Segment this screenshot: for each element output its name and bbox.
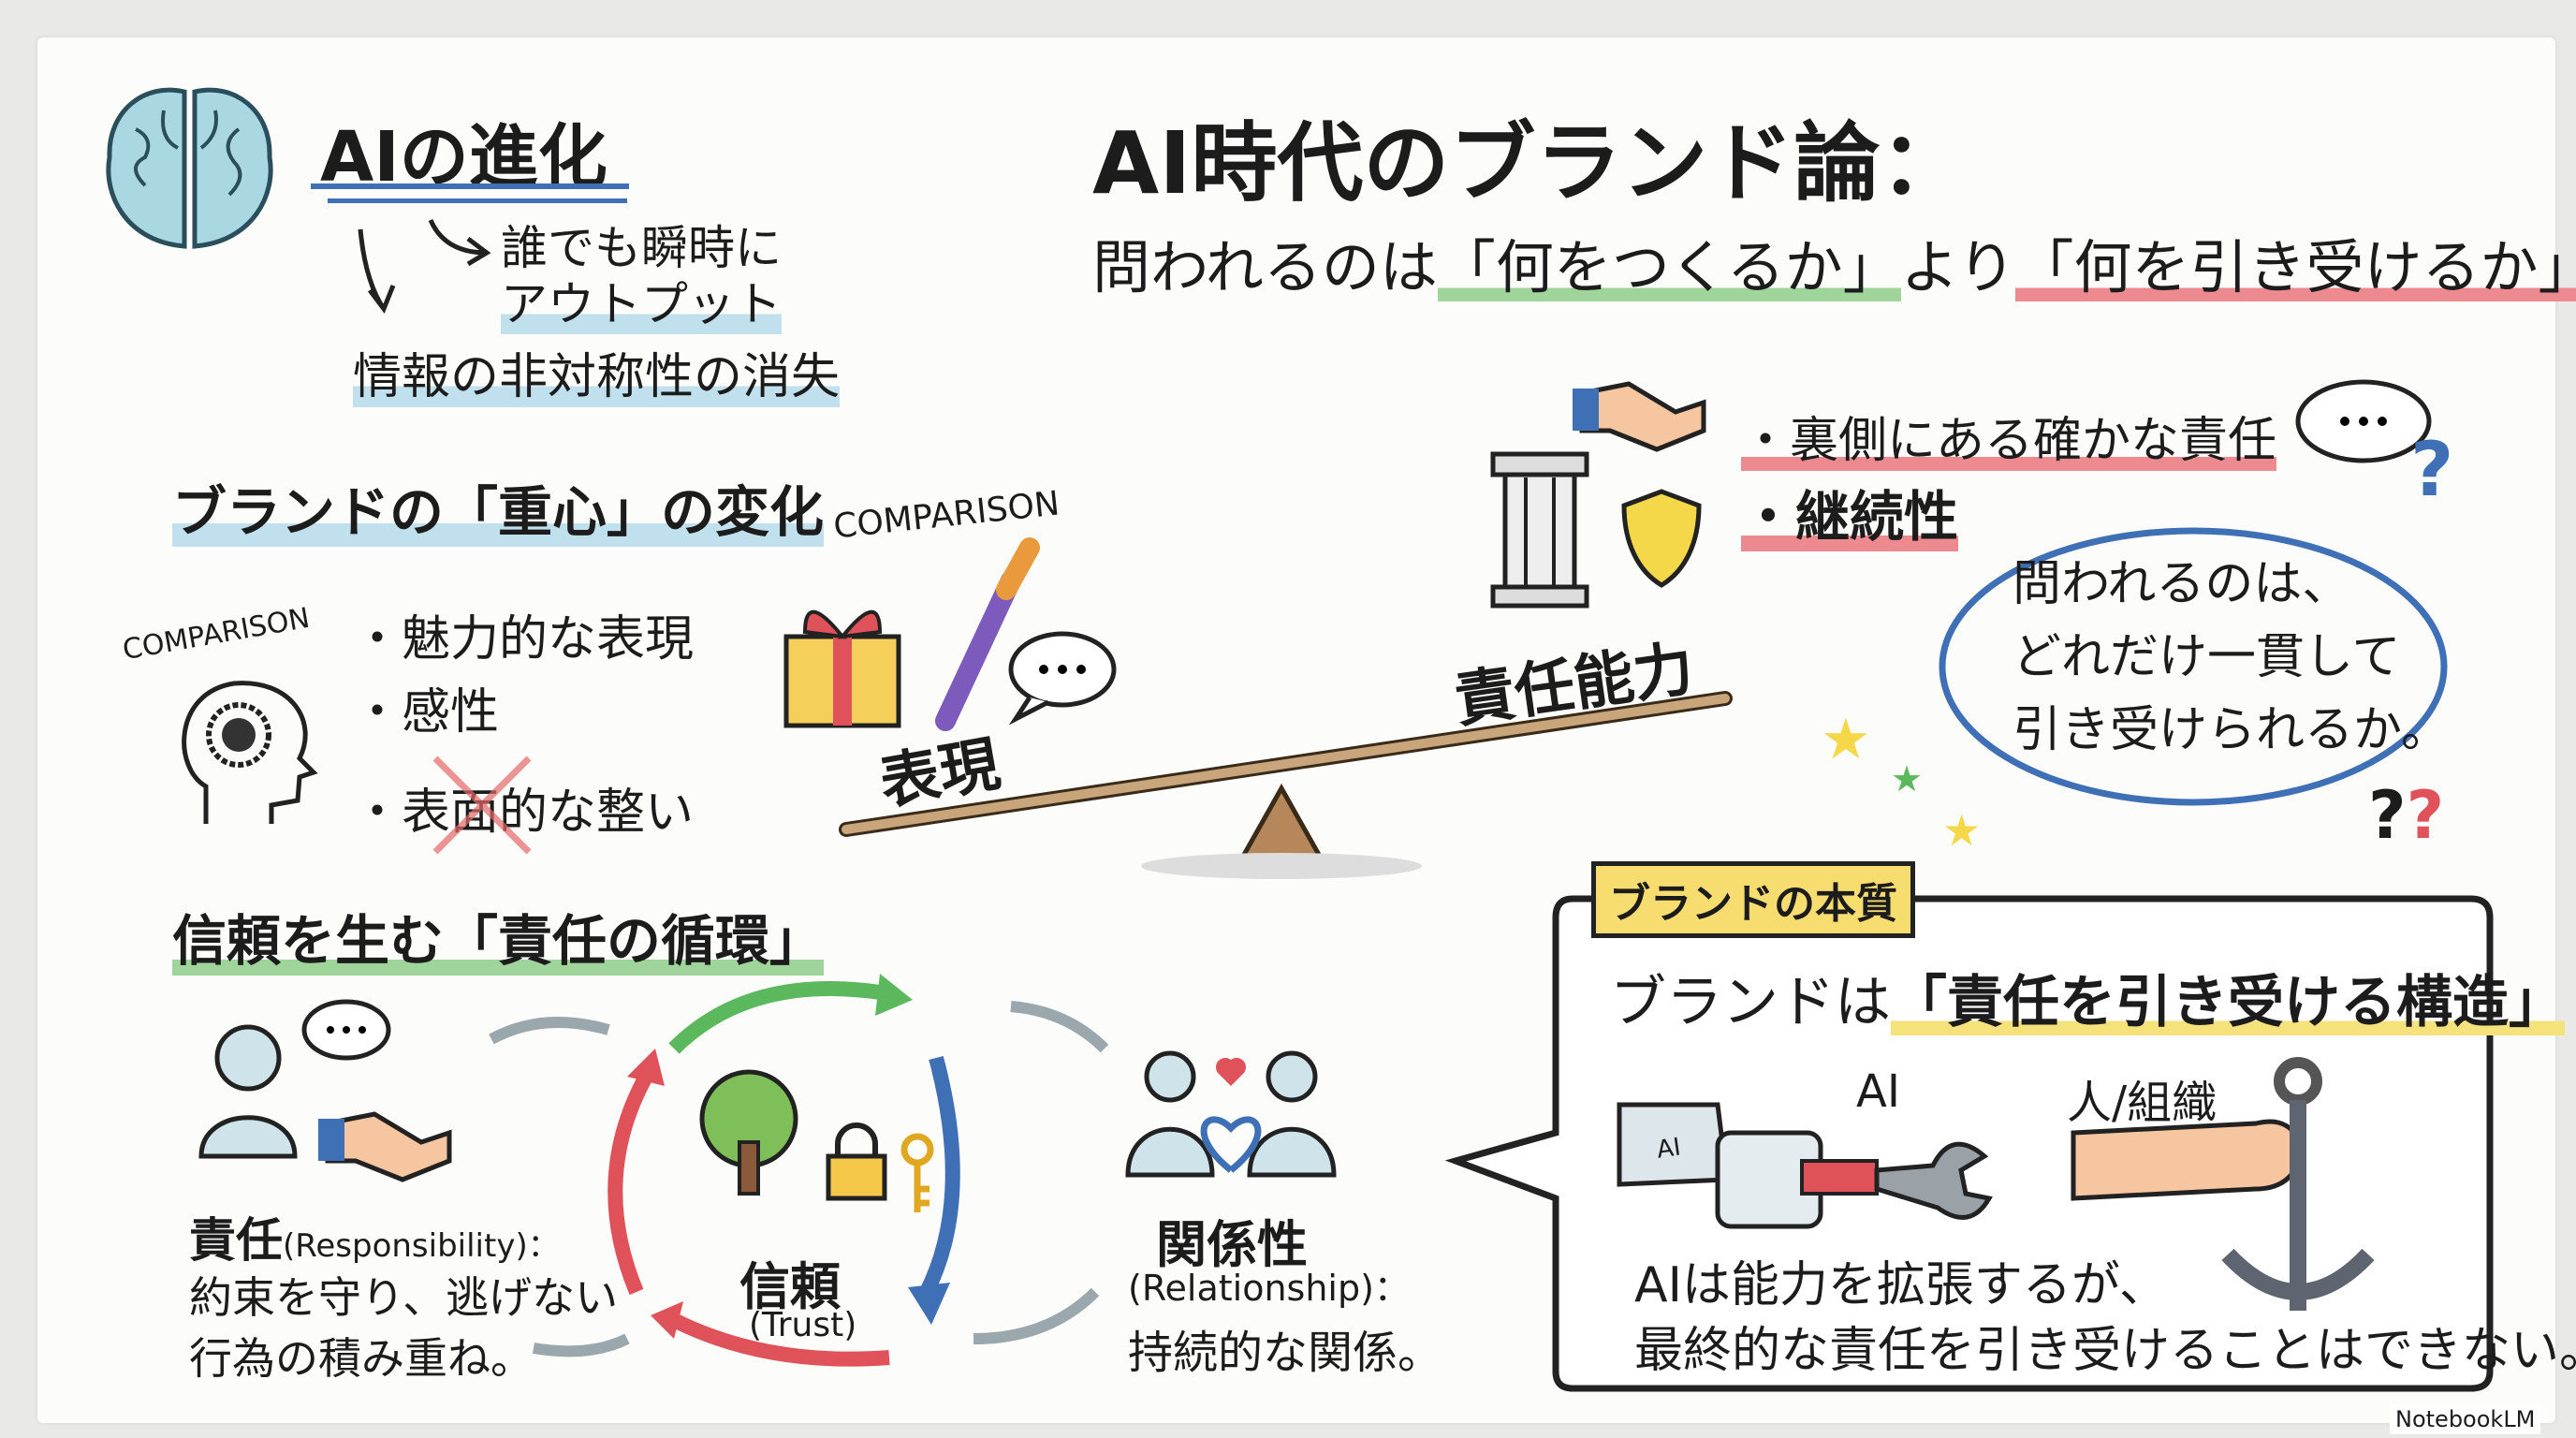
page-subtitle: 問われるのは「何をつくるか」より「何を引き受けるか」 xyxy=(1092,220,2576,304)
subtitle-mid: より xyxy=(1900,233,2016,301)
shift-heading: ブランドの「重心」の変化 xyxy=(172,468,825,547)
heading-underline xyxy=(311,183,629,189)
shift-bullet-attractive-expression: ・魅力的な表現 xyxy=(353,611,695,668)
arrow-right-icon xyxy=(428,218,491,267)
question-marks-icon: ?? xyxy=(2368,777,2445,854)
person-icon xyxy=(198,1024,298,1159)
ai-point-asymmetry: 情報の非対称性の消失 xyxy=(353,337,841,407)
question-oval xyxy=(1939,527,2448,806)
shield-icon xyxy=(1621,489,1702,588)
paintbrush-icon xyxy=(935,537,1040,731)
shift-bullet-superficial: ・表面的な整い xyxy=(353,785,695,841)
lock-icon xyxy=(826,1123,887,1201)
page-title: AI時代のブランド論： xyxy=(1092,113,1967,213)
cross-out-icon xyxy=(432,756,532,855)
essence-statement-highlight: 「責任を引き受ける構造」 xyxy=(1891,970,2565,1035)
question-line: 引き受けられるか。 xyxy=(2012,702,2450,758)
right-bullet-continuity: ・継続性 xyxy=(1741,473,1959,551)
responsibility-title-row: 責任(Responsibility)： xyxy=(189,1203,560,1270)
notebooklm-watermark: NotebookLM xyxy=(2390,1404,2541,1434)
star-icon: ★ xyxy=(1821,707,1871,772)
essence-conclusion-line2: 最終的な責任を引き受けることはできない。 xyxy=(1634,1323,2576,1379)
responsibility-line: 約束を守り、逃げない xyxy=(189,1272,619,1323)
question-line: 問われるのは、 xyxy=(2012,556,2351,612)
handshake-icon xyxy=(318,1111,452,1182)
right-bullet-responsibility: ・裏側にある確かな責任 xyxy=(1741,401,2277,471)
handshake-icon xyxy=(1573,381,1706,452)
essence-conclusion-line1: AIは能力を拡張するが、 xyxy=(1634,1257,2168,1313)
arm-anchor-icon xyxy=(2071,1057,2375,1311)
essence-tag: ブランドの本質 xyxy=(1591,861,1915,938)
responsibility-line: 行為の積み重ね。 xyxy=(189,1333,534,1384)
relationship-people-icon xyxy=(1125,1050,1337,1178)
ai-point-instant-line1: 誰でも瞬時に xyxy=(501,221,782,275)
arrow-down-icon xyxy=(358,228,396,315)
pillar-icon xyxy=(1490,451,1589,609)
question-mark-icon: ? xyxy=(2410,426,2454,513)
gift-box-icon xyxy=(783,609,901,728)
confused-head-icon xyxy=(182,681,318,824)
human-org-label: 人/組織 xyxy=(2067,1077,2217,1129)
question-line: どれだけ一貫して xyxy=(2012,629,2401,685)
star-icon: ★ xyxy=(1891,758,1924,800)
trust-title: 信頼 xyxy=(739,1257,841,1316)
heading-underline xyxy=(328,198,627,203)
tree-icon xyxy=(699,1069,798,1196)
ai-point-instant-line2: アウトプット xyxy=(501,267,782,334)
responsibility-title: 責任 xyxy=(189,1213,283,1268)
trust-en: (Trust) xyxy=(749,1306,857,1344)
speech-bubble-icon xyxy=(301,999,391,1061)
relationship-line: 持続的な関係。 xyxy=(1128,1327,1443,1379)
subtitle-what-to-make: 「何をつくるか」 xyxy=(1437,233,1901,301)
cycle-heading: 信頼を生む「責任の循環」 xyxy=(172,897,825,976)
key-icon xyxy=(900,1133,934,1212)
relationship-en: (Relationship)： xyxy=(1128,1268,1410,1309)
robot-arm-wrench-icon xyxy=(1617,1102,1993,1229)
thought-bubble-icon xyxy=(2295,379,2432,463)
essence-statement: ブランドは「責任を引き受ける構造」 xyxy=(1610,957,2565,1038)
responsibility-en: (Responsibility)： xyxy=(283,1227,560,1265)
shift-bullet-sensibility: ・感性 xyxy=(353,684,500,741)
essence-statement-prefix: ブランドは xyxy=(1610,970,1891,1035)
star-icon: ★ xyxy=(1942,805,1982,856)
subtitle-prefix: 問われるのは xyxy=(1092,233,1438,301)
subtitle-what-to-take-on: 「何を引き受けるか」 xyxy=(2015,233,2576,301)
brain-icon xyxy=(106,87,273,249)
question-text: 問われるのは、 どれだけ一貫して 引き受けられるか。 xyxy=(2012,548,2450,767)
speech-bubble-icon xyxy=(1008,631,1117,726)
relationship-title: 関係性 xyxy=(1156,1215,1308,1274)
robot-arm-ai-text: AI xyxy=(1655,1133,1683,1165)
ai-label: AI xyxy=(1856,1065,1900,1118)
